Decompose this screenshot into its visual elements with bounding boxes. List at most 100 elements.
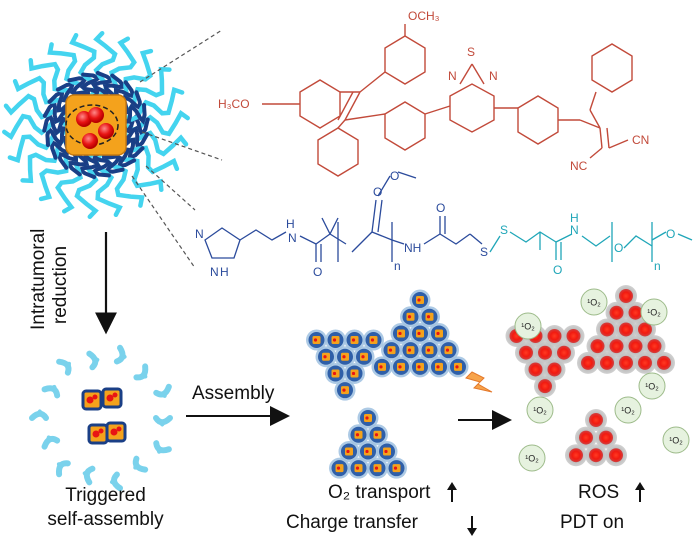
- particle-core-dot: [313, 338, 318, 342]
- ros-particle: [609, 339, 624, 354]
- peg-chain: [122, 86, 185, 122]
- particle-core-dot: [332, 338, 337, 342]
- zoom-lines: [131, 29, 223, 269]
- particle-core-dot: [417, 365, 421, 369]
- btd-s: S: [467, 45, 475, 59]
- ros-particle: [581, 355, 595, 370]
- ros-particle: [547, 362, 562, 377]
- btd-n-right: N: [489, 69, 498, 83]
- btd-n-left: N: [448, 69, 457, 83]
- assembly-label: Assembly: [192, 383, 275, 404]
- particle-core-dot: [336, 466, 341, 470]
- particle-core-dot: [417, 298, 421, 302]
- free-peg-branch: [154, 441, 162, 454]
- ros-particle: [566, 329, 581, 343]
- disulfide-s2: S: [500, 223, 508, 237]
- particle-core-dot: [388, 348, 393, 352]
- ros-particle: [609, 448, 623, 463]
- amide-h: H: [286, 217, 295, 231]
- singlet-oxygen-label: ¹O₂: [587, 298, 601, 308]
- hydrophobic-chain: [45, 125, 72, 147]
- free-peg-branch: [110, 472, 119, 485]
- particle-core-dot: [426, 315, 431, 319]
- particle-core-dot: [379, 365, 383, 369]
- particle-core-dot: [370, 338, 375, 342]
- peg-o: O: [614, 241, 623, 255]
- ros-particle: [547, 329, 562, 343]
- core-dot: [116, 426, 122, 432]
- photosensitizer-dot: [98, 123, 114, 139]
- cn-label: CN: [632, 133, 649, 147]
- free-peg-branch: [37, 409, 48, 420]
- particle-core-dot: [361, 355, 365, 359]
- disulfide-s1: S: [480, 245, 488, 259]
- up-arrow-ros: [635, 482, 645, 502]
- blue-assemblies: [306, 289, 469, 479]
- particle-core-dot: [355, 433, 360, 437]
- particle-core-dot: [407, 315, 412, 319]
- singlet-oxygen-label: ¹O₂: [525, 454, 539, 464]
- imid-h: H: [220, 265, 229, 279]
- free-peg-branch: [154, 390, 167, 398]
- singlet-oxygen-bubble: [662, 426, 690, 454]
- amide2-h: H: [570, 211, 579, 225]
- singlet-oxygen-label: ¹O₂: [647, 308, 661, 318]
- nh-label: NH: [404, 241, 421, 255]
- hydrophobic-chain: [101, 148, 125, 174]
- ester-o2: O: [390, 169, 399, 183]
- particle-core-dot: [351, 338, 356, 342]
- singlet-oxygen-label: ¹O₂: [533, 406, 547, 416]
- singlet-oxygen-bubble: [614, 396, 642, 424]
- peg-n: n: [654, 259, 661, 273]
- ros-particle: [638, 355, 652, 370]
- h3co-label: H₃CO: [218, 97, 250, 111]
- particle-core-dot: [398, 365, 402, 369]
- imid-n1: N: [195, 227, 204, 241]
- ros-particle: [657, 355, 671, 370]
- triggered-line1: Triggered: [65, 485, 146, 506]
- singlet-oxygen-bubble: [518, 444, 546, 472]
- ros-particle: [600, 322, 614, 337]
- pdt-on-label: PDT on: [560, 512, 625, 533]
- core-dot: [106, 394, 114, 402]
- micelle: [2, 30, 190, 220]
- ros-particle: [609, 305, 624, 320]
- singlet-oxygen-bubble: [580, 288, 608, 316]
- reduction-line2: reduction: [50, 245, 71, 325]
- o2-transport-label: O₂ transport: [328, 482, 431, 503]
- ros-particle: [557, 345, 571, 360]
- particle-core-dot: [455, 365, 459, 369]
- singlet-oxygen-label: ¹O₂: [521, 322, 535, 332]
- nc-label: NC: [570, 159, 588, 173]
- hydrophobic-chain: [120, 103, 147, 125]
- singlet-oxygen-label: ¹O₂: [621, 406, 635, 416]
- particle-core-dot: [342, 355, 346, 359]
- och3-top-label: OCH₃: [408, 9, 440, 23]
- particle-core-dot: [365, 416, 369, 420]
- singlet-oxygen-bubble: [638, 372, 666, 400]
- particle-core-dot: [346, 449, 350, 454]
- repeat-n: n: [394, 259, 401, 273]
- ros-label: ROS: [578, 482, 620, 503]
- ros-particle: [619, 322, 633, 337]
- particle-core-dot: [393, 466, 398, 470]
- free-peg-branch: [82, 466, 95, 476]
- photosensitizer-dot: [88, 107, 104, 123]
- free-peg-branch: [56, 461, 70, 467]
- core-dot: [112, 392, 118, 398]
- core-dot: [86, 396, 94, 404]
- ros-particle: [590, 339, 605, 354]
- particle-core-dot: [323, 355, 327, 359]
- triggered-line2: self-assembly: [47, 509, 164, 530]
- free-peg-branch: [46, 435, 60, 443]
- core-dot: [92, 394, 98, 400]
- hydrophobic-chain: [42, 111, 70, 136]
- particle-core-dot: [355, 466, 360, 470]
- ros-particle: [647, 339, 662, 354]
- ros-particle: [599, 430, 613, 445]
- singlet-oxygen-bubble: [526, 396, 554, 424]
- ros-particle: [579, 430, 593, 445]
- ros-particle: [628, 339, 643, 354]
